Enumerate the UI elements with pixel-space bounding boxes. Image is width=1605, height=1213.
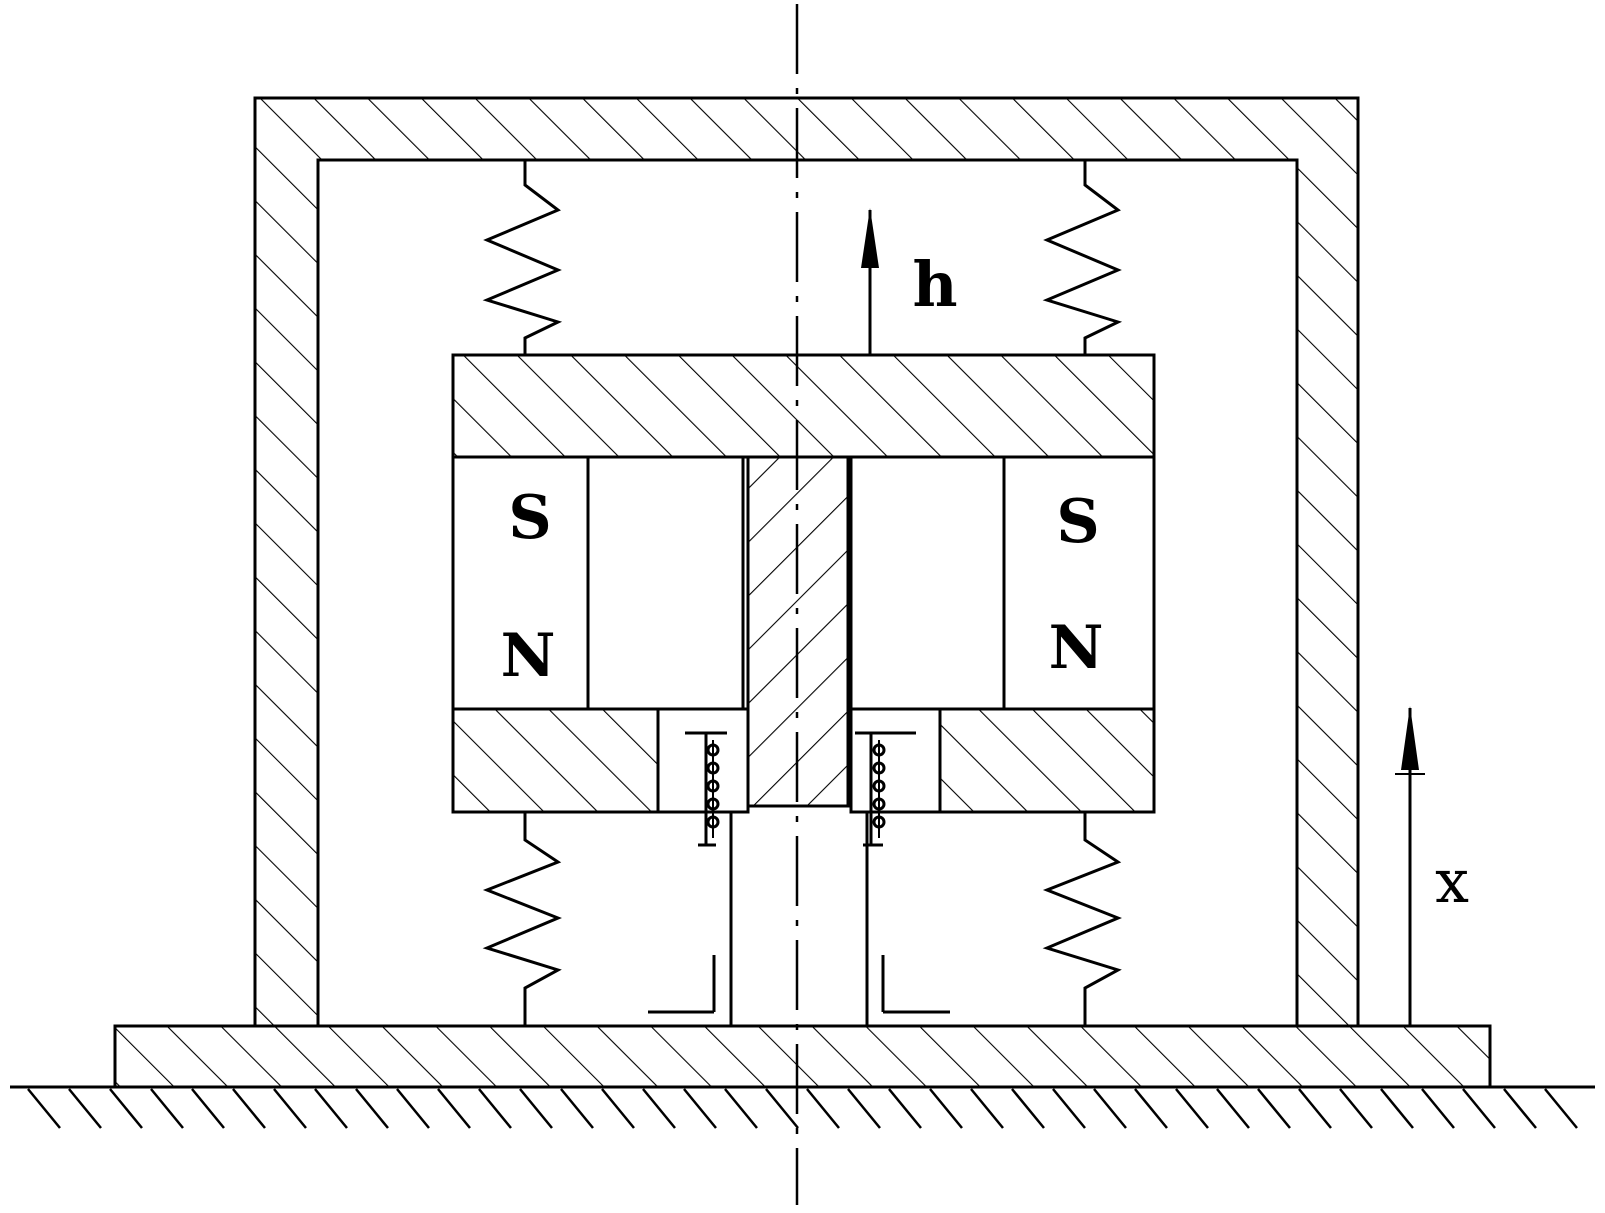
ground-hatch-line [1339,1088,1373,1129]
ground-hatch-line [232,1088,266,1129]
ground-hatch-line [1011,1088,1045,1129]
bottom-right-spring [1042,812,1122,1026]
right-inner-block [849,455,1006,711]
ground-hatch-line [806,1088,840,1129]
ground-hatch-line [1503,1088,1537,1129]
ground-hatch-line [109,1088,143,1129]
ground-hatch [27,1088,1578,1129]
left-inner-block [586,455,745,711]
ground-hatch-line [1134,1088,1168,1129]
ground-hatch-line [683,1088,717,1129]
left-magnet-north-label: N [501,621,556,691]
ground-hatch-line [765,1088,799,1129]
housing-frame [253,96,1360,1028]
base-plate [113,1024,1492,1089]
ground-hatch-line [560,1088,594,1129]
bottom-left-yoke [451,707,660,814]
top-left-spring [482,160,563,355]
ground-hatch-line [273,1088,307,1129]
ground-hatch-line [1298,1088,1332,1129]
ground-hatch-line [970,1088,1004,1129]
ground-hatch-line [929,1088,963,1129]
ground-hatch-line [150,1088,184,1129]
ground-hatch-line [601,1088,635,1129]
ground-hatch-line [478,1088,512,1129]
right-magnet [1002,455,1156,711]
ground-hatch-line [1093,1088,1127,1129]
left-coil-support [648,812,733,1026]
left-magnet [451,455,590,711]
ground-hatch-line [1257,1088,1291,1129]
bottom-right-yoke [938,707,1156,814]
ground-hatch-line [437,1088,471,1129]
top-right-spring [1042,160,1123,355]
ground-hatch-line [27,1088,61,1129]
ground-hatch-line [396,1088,430,1129]
ground [10,1085,1595,1129]
bottom-left-spring [482,812,562,1026]
right-coil-housing [849,707,942,814]
ground-hatch-line [888,1088,922,1129]
ground-hatch-line [355,1088,389,1129]
left-coil-housing [656,707,750,814]
top-yoke-plate [451,353,1156,459]
relative-displacement-label: h [912,248,957,321]
ground-hatch-line [642,1088,676,1129]
base-displacement-arrow [1395,706,1425,1026]
ground-hatch-line [191,1088,225,1129]
ground-hatch-line [1421,1088,1455,1129]
ground-hatch-line [1380,1088,1414,1129]
ground-hatch-line [1175,1088,1209,1129]
ground-hatch-line [847,1088,881,1129]
right-coil [855,731,916,847]
ground-hatch-line [724,1088,758,1129]
ground-hatch-line [519,1088,553,1129]
base-displacement-label: x [1435,847,1469,917]
ground-hatch-line [1052,1088,1086,1129]
right-magnet-north-label: N [1049,613,1104,683]
ground-hatch-line [68,1088,102,1129]
ground-hatch-line [1216,1088,1250,1129]
left-magnet-south-label: S [508,483,551,553]
ground-hatch-line [1462,1088,1496,1129]
left-coil [685,731,727,847]
right-coil-support [865,812,950,1026]
relative-displacement-arrow [861,208,879,355]
ground-hatch-line [1544,1088,1578,1129]
ground-hatch-line [314,1088,348,1129]
right-magnet-south-label: S [1056,487,1099,557]
